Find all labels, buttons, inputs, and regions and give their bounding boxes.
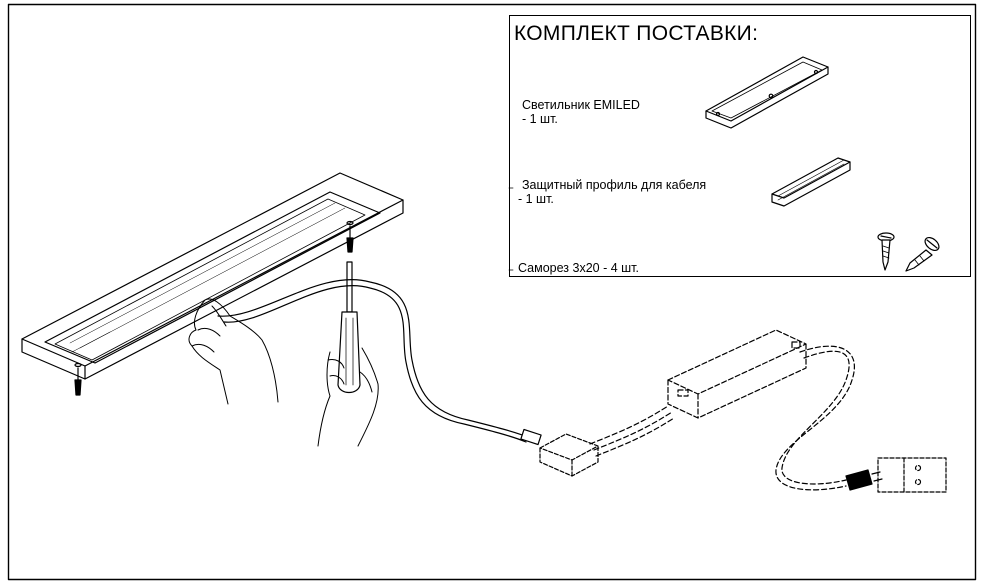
kit-item-profile-qty: - 1 шт. bbox=[518, 192, 554, 206]
kit-screw-icon bbox=[905, 236, 940, 272]
kit-item-luminaire-qty: - 1 шт. bbox=[522, 112, 558, 126]
luminaire-illustration bbox=[21, 172, 404, 396]
junction-box bbox=[539, 433, 599, 477]
driver-cable bbox=[589, 405, 675, 457]
hand-illustration bbox=[317, 347, 379, 447]
mains-cable bbox=[775, 345, 855, 491]
socket-illustration bbox=[877, 457, 947, 493]
kit-screw-icon bbox=[877, 232, 895, 271]
screwdriver-illustration bbox=[337, 261, 361, 394]
led-driver bbox=[667, 329, 807, 419]
power-cable bbox=[217, 279, 531, 443]
cable-connector bbox=[520, 428, 542, 446]
kit-item-luminaire-name: Светильник EMILED bbox=[522, 98, 640, 112]
kit-item-profile-name: Защитный профиль для кабеля bbox=[522, 178, 707, 192]
kit-item-screws-name: Саморез 3х20 - 4 шт. bbox=[518, 261, 639, 275]
outer-border bbox=[7, 3, 977, 581]
plug-illustration bbox=[845, 469, 883, 491]
screw-icon bbox=[346, 220, 354, 253]
kit-profile-icon bbox=[771, 157, 851, 207]
screw-icon bbox=[74, 362, 82, 396]
kit-title: КОМПЛЕКТ ПОСТАВКИ: bbox=[514, 22, 759, 45]
kit-luminaire-icon bbox=[705, 56, 829, 129]
delivery-kit-box: КОМПЛЕКТ ПОСТАВКИ: Светильник EMILED - 1… bbox=[509, 15, 971, 277]
